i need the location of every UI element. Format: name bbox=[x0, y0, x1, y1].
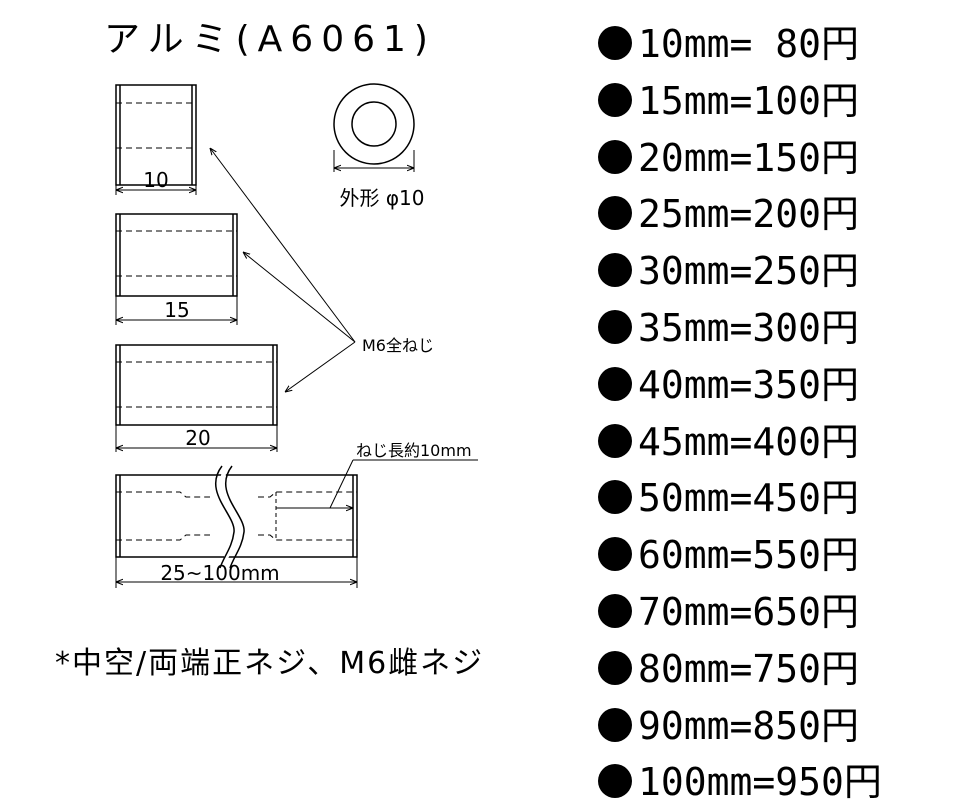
price-value: 950円 bbox=[775, 760, 882, 805]
bullet-icon bbox=[598, 309, 632, 344]
price-length: 45mm bbox=[638, 419, 730, 464]
price-value: 750円 bbox=[752, 646, 860, 691]
bullet-icon bbox=[598, 366, 632, 401]
price-length: 25mm bbox=[638, 192, 730, 237]
price-list-item: 90mm=850円 bbox=[598, 698, 882, 755]
price-list-item: 100mm=950円 bbox=[598, 754, 882, 811]
spacer-technical-drawing: 10 外形 φ10 15 20 M6全ねじ bbox=[115, 83, 478, 588]
spacer-15mm-drawing bbox=[115, 213, 238, 325]
price-list-item: 50mm=450円 bbox=[598, 470, 882, 527]
bullet-icon bbox=[598, 764, 632, 799]
bullet-icon bbox=[598, 423, 632, 458]
price-list-item: 30mm=250円 bbox=[598, 243, 882, 300]
bullet-icon bbox=[598, 139, 632, 174]
price-value: 450円 bbox=[752, 476, 860, 521]
bullet-icon bbox=[598, 253, 632, 288]
price-length: 80mm bbox=[638, 646, 730, 691]
price-length: 50mm bbox=[638, 476, 730, 521]
price-length: 60mm bbox=[638, 533, 730, 578]
price-value: 250円 bbox=[752, 249, 860, 294]
price-list-item: 15mm=100円 bbox=[598, 73, 882, 130]
price-length: 30mm bbox=[638, 249, 730, 294]
bullet-icon bbox=[598, 650, 632, 685]
dimension-label-range: 25~100mm bbox=[160, 561, 279, 585]
price-length: 40mm bbox=[638, 362, 730, 407]
price-length: 15mm bbox=[638, 78, 730, 123]
price-list-item: 40mm=350円 bbox=[598, 357, 882, 414]
price-value: 100円 bbox=[752, 78, 860, 123]
price-list-item: 80mm=750円 bbox=[598, 641, 882, 698]
bullet-icon bbox=[598, 480, 632, 515]
thread-length-label: ねじ長約10mm bbox=[356, 441, 472, 460]
bullet-icon bbox=[598, 196, 632, 231]
price-value: 300円 bbox=[752, 305, 860, 350]
price-list-item: 20mm=150円 bbox=[598, 130, 882, 187]
price-value: 350円 bbox=[752, 362, 860, 407]
bullet-icon bbox=[598, 26, 632, 60]
bullet-icon bbox=[598, 537, 632, 572]
spacer-25-100mm-drawing bbox=[115, 459, 478, 588]
price-list-item: 70mm=650円 bbox=[598, 584, 882, 641]
price-list-item: 35mm=300円 bbox=[598, 300, 882, 357]
bullet-icon bbox=[598, 707, 632, 742]
price-value: 650円 bbox=[752, 589, 860, 634]
price-length: 100mm bbox=[638, 760, 753, 805]
page-title: アルミ(A6061) bbox=[104, 19, 436, 60]
bullet-icon bbox=[598, 82, 632, 117]
price-value: 850円 bbox=[752, 703, 860, 748]
price-value: 200円 bbox=[752, 192, 860, 237]
thread-callout-label: M6全ねじ bbox=[362, 336, 434, 355]
spec-note: *中空/両端正ネジ、M6雌ネジ bbox=[55, 646, 485, 681]
price-length: 20mm bbox=[638, 135, 730, 180]
dimension-label-10: 10 bbox=[143, 168, 168, 192]
price-length: 10mm bbox=[638, 22, 730, 66]
price-value: 400円 bbox=[752, 419, 860, 464]
price-length: 70mm bbox=[638, 589, 730, 634]
price-value: 80円 bbox=[752, 22, 860, 66]
dimension-label-20: 20 bbox=[185, 426, 210, 450]
end-view-circle bbox=[333, 83, 415, 172]
price-list-item: 45mm=400円 bbox=[598, 414, 882, 471]
outer-diameter-label: 外形 φ10 bbox=[340, 186, 425, 210]
price-list-item: 60mm=550円 bbox=[598, 527, 882, 584]
price-list-item: 10mm= 80円 bbox=[598, 16, 882, 73]
price-value: 550円 bbox=[752, 533, 860, 578]
price-value: 150円 bbox=[752, 135, 860, 180]
spacer-20mm-drawing bbox=[115, 344, 278, 452]
price-list-item: 25mm=200円 bbox=[598, 186, 882, 243]
thread-callout-leaders bbox=[210, 148, 356, 392]
price-length: 35mm bbox=[638, 305, 730, 350]
price-length: 90mm bbox=[638, 703, 730, 748]
dimension-label-15: 15 bbox=[164, 298, 189, 322]
bullet-icon bbox=[598, 593, 632, 628]
spacer-10mm-drawing bbox=[115, 84, 197, 195]
